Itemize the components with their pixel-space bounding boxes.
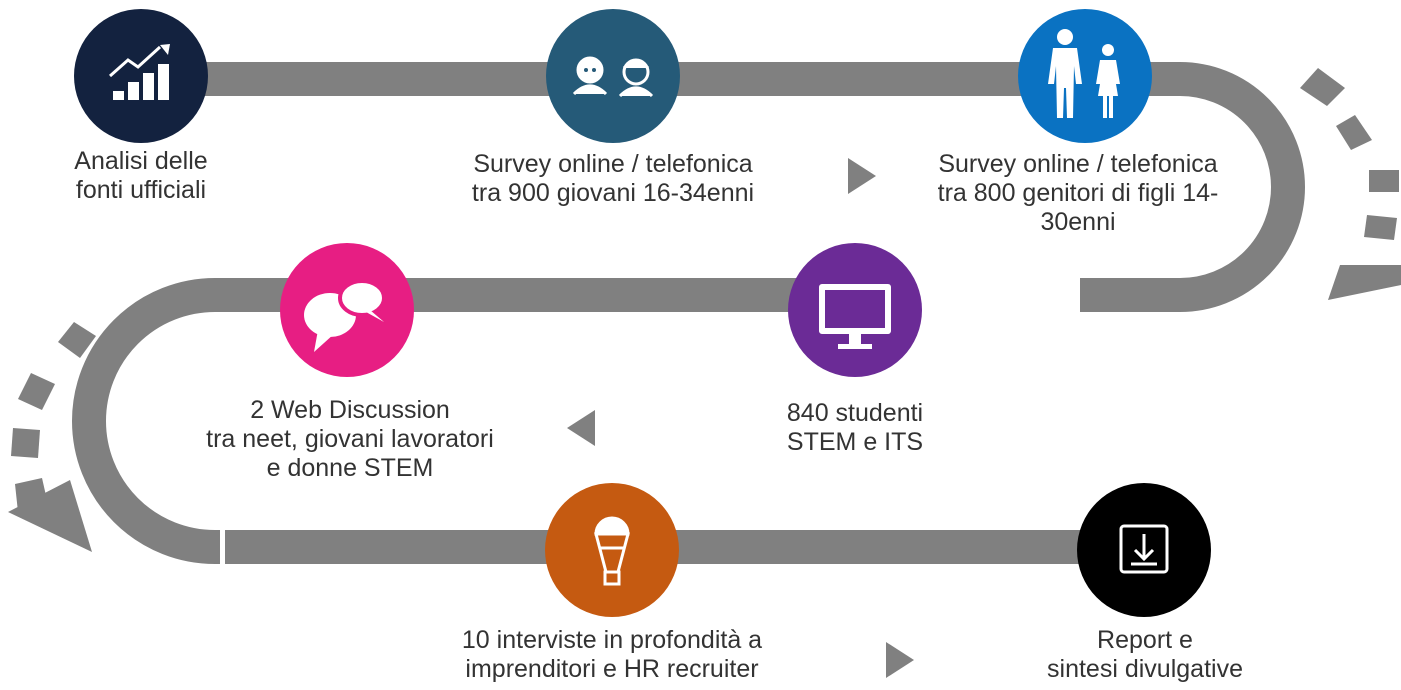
step-label-web-discussion: 2 Web Discussion tra neet, giovani lavor… bbox=[180, 396, 520, 483]
track-segment-4 bbox=[222, 530, 562, 564]
label-line: Survey online / telefonica bbox=[473, 150, 753, 178]
step-label-survey-genitori: Survey online / telefonica tra 800 genit… bbox=[896, 150, 1260, 237]
label-line: STEM e ITS bbox=[786, 428, 924, 456]
label-line: sintesi divulgative bbox=[1047, 655, 1243, 683]
parent-child-icon bbox=[1048, 29, 1120, 118]
right-triangle-marker bbox=[886, 642, 914, 678]
microphone-icon bbox=[594, 516, 630, 586]
track-left-turn bbox=[72, 278, 320, 564]
right-triangle-marker bbox=[848, 158, 876, 194]
left-dashed-arrow bbox=[8, 322, 96, 552]
track-gap bbox=[220, 528, 225, 566]
download-icon bbox=[1119, 524, 1169, 574]
label-line: tra 800 genitori di figli 14- bbox=[937, 179, 1219, 207]
step-studenti bbox=[788, 243, 922, 377]
label-line: imprenditori e HR recruiter bbox=[465, 655, 759, 683]
step-label-analisi: Analisi delle fonti ufficiali bbox=[30, 147, 252, 205]
left-triangle-marker bbox=[567, 410, 595, 446]
step-label-survey-giovani: Survey online / telefonica tra 900 giova… bbox=[432, 150, 794, 208]
monitor-icon bbox=[819, 284, 891, 349]
label-line: e donne STEM bbox=[266, 454, 434, 482]
step-survey-genitori bbox=[1018, 9, 1152, 143]
step-analisi bbox=[74, 9, 208, 143]
label-line: 840 studenti bbox=[786, 399, 924, 427]
label-line: tra 900 giovani 16-34enni bbox=[471, 179, 755, 207]
step-report bbox=[1077, 483, 1211, 617]
label-line: Survey online / telefonica bbox=[938, 150, 1218, 178]
label-line: 2 Web Discussion bbox=[250, 396, 450, 424]
track-segment-5 bbox=[620, 530, 1080, 564]
step-interviste bbox=[545, 483, 679, 617]
label-line: fonti ufficiali bbox=[75, 176, 207, 204]
step-survey-giovani bbox=[546, 9, 680, 143]
label-line: tra neet, giovani lavoratori bbox=[206, 425, 494, 453]
step-label-interviste: 10 interviste in profondità a imprendito… bbox=[420, 626, 804, 684]
two-faces-icon bbox=[572, 56, 654, 98]
label-line: Analisi delle bbox=[74, 147, 208, 175]
track-segment-2 bbox=[660, 62, 1080, 96]
label-line: 30enni bbox=[1040, 208, 1116, 236]
chart-growth-icon bbox=[109, 44, 170, 100]
right-dashed-arrow bbox=[1300, 68, 1401, 300]
track-segment-1 bbox=[190, 62, 590, 96]
step-web-discussion bbox=[280, 243, 414, 377]
label-line: Report e bbox=[1097, 626, 1193, 654]
chat-bubbles-icon bbox=[304, 279, 386, 352]
step-label-studenti: 840 studenti STEM e ITS bbox=[740, 399, 970, 457]
track-segment-3 bbox=[350, 278, 830, 312]
track-right-turn bbox=[1080, 62, 1305, 312]
step-label-report: Report e sintesi divulgative bbox=[1040, 626, 1250, 684]
label-line: 10 interviste in profondità a bbox=[461, 626, 763, 654]
